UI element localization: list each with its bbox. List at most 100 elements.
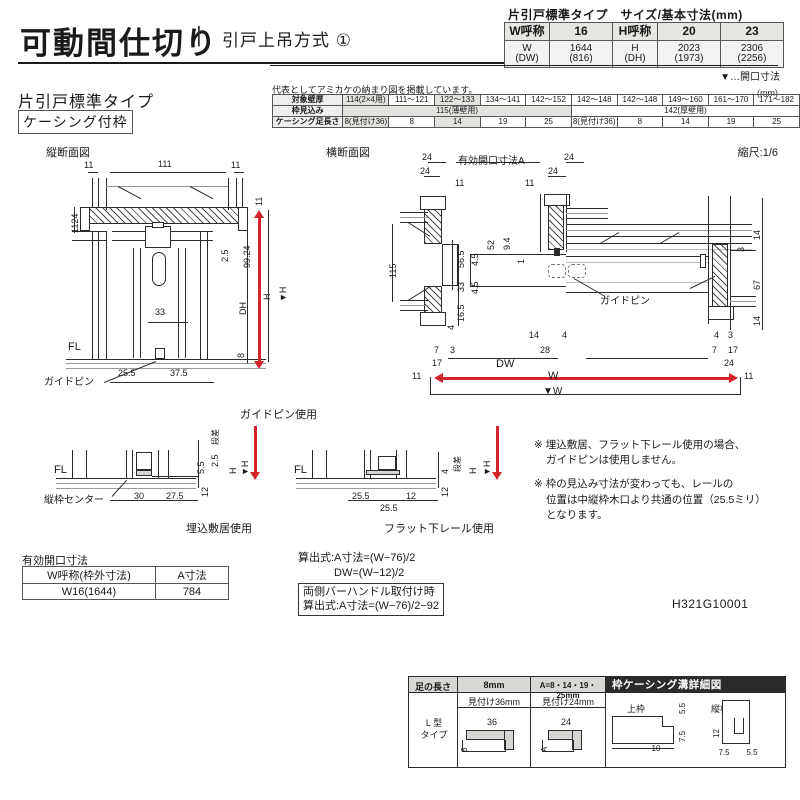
wall-line	[72, 231, 106, 232]
door-leaf-line	[566, 243, 752, 244]
l-profile-24-outline	[542, 740, 574, 752]
casing-col2-header: A=8・14・19・25mm	[539, 681, 597, 700]
dim-33-h: 33	[456, 281, 466, 292]
wall-cell: 8(見付け36)	[570, 116, 618, 128]
dimension-line	[548, 176, 566, 177]
casing-dim-24: 24	[560, 717, 571, 727]
wall-line	[566, 208, 608, 209]
wall-line	[106, 231, 107, 359]
size-w-val-1: 1644	[569, 42, 593, 54]
guide-pin-label: ガイドピン	[600, 296, 650, 307]
leaf-line	[566, 292, 708, 293]
wall-line	[400, 222, 428, 223]
casing-dim-a: A	[540, 746, 549, 752]
dim-30: 30	[134, 491, 145, 501]
wall-cell: 142～152	[525, 94, 572, 106]
dim-4-5-a: 4.5	[470, 253, 480, 266]
wall-line	[72, 450, 73, 478]
size-table-title: 片引戸標準タイプ サイズ/基本寸法(mm)	[508, 8, 743, 22]
wall-line	[228, 178, 229, 210]
dim-115: 115	[388, 263, 398, 278]
wall-row-label-frame: 枠見込み	[271, 105, 344, 117]
frame-center-label: 縦枠センター	[44, 495, 104, 506]
casing-dim-36: 36	[486, 717, 497, 727]
dim-24-d: 24	[548, 166, 559, 176]
floor-line-3	[296, 488, 436, 489]
size-cell-h20: 2023 (1973)	[657, 40, 721, 68]
dim-11-right: 11	[231, 160, 241, 170]
floor-line-2	[56, 483, 196, 484]
dimension-line	[144, 500, 198, 501]
dim-25-5-b: 25.5	[380, 503, 398, 513]
vertical-section-caption: 縦断面図	[46, 147, 90, 159]
dimension-line	[456, 162, 540, 163]
wall-line	[98, 178, 99, 208]
casing-col2-sub: 見付け24mm	[541, 697, 594, 707]
note-2-line-1: ※ 枠の見込み寸法が変わっても、レールの	[534, 478, 734, 491]
floor-line-fl	[296, 478, 436, 479]
wall-cell: 122～133	[434, 94, 481, 106]
scale-label: 縮尺:1/6	[737, 147, 778, 159]
l-profile-24-leg	[572, 730, 582, 750]
dim-25-5: 25.5	[118, 368, 136, 378]
wall-line	[566, 218, 608, 219]
effective-opening-title: 有効開口寸法	[22, 555, 88, 567]
wall-thickness-table: 対象壁厚 114(2×4用) 111～121 122～133 134～141 1…	[271, 94, 800, 128]
h-arrow-shaft	[496, 426, 499, 474]
dim-1124: 1124	[70, 213, 80, 233]
dim-24-c: 24	[420, 166, 431, 176]
dimension-line	[430, 377, 431, 395]
dim-11-right-out: 11	[744, 371, 754, 381]
h-arrow-down	[250, 472, 260, 480]
size-th-w: W呼称	[504, 22, 550, 41]
dimension-line	[234, 172, 244, 173]
dim-11-top-right: 11	[254, 196, 264, 206]
fl-label: FL	[68, 341, 81, 353]
size-th-w16: 16	[549, 22, 613, 41]
dim-9-4: 9.4	[502, 237, 512, 250]
wall-cell: 111～121	[388, 94, 436, 106]
floor-line-fl	[56, 478, 196, 479]
rail-line	[112, 231, 146, 232]
wall-line	[86, 450, 87, 478]
rail-stop	[554, 248, 560, 256]
dimension-line	[398, 500, 438, 501]
panel-divider	[409, 692, 605, 693]
wall-line	[92, 178, 93, 208]
wall-cell: 25	[753, 116, 800, 128]
door-leaf-line	[566, 224, 752, 225]
table-row: W16(1644) 784	[22, 583, 229, 600]
wall-cell: 8(見付け36)	[342, 116, 390, 128]
wall-line	[730, 301, 756, 302]
sill-fill	[136, 470, 152, 476]
wall-cell: 14	[434, 116, 481, 128]
wall-table-note: 代表としてアミカケの納まり図を掲載しています。	[272, 85, 478, 95]
wall-cell: 171～182	[753, 94, 800, 106]
dim-4: 4	[440, 468, 450, 474]
wall-line	[200, 231, 201, 359]
guide-pin-dashed-a	[548, 264, 566, 278]
dimension-line	[110, 500, 162, 501]
dim-25-5-a: 25.5	[352, 491, 370, 501]
door-leaf-line	[140, 248, 141, 358]
dim-17-r: 17	[728, 345, 739, 355]
head-frame-left-end	[80, 207, 90, 231]
h-arrow-down	[492, 472, 502, 480]
leaf-line	[566, 282, 708, 283]
fl-label: FL	[294, 464, 307, 476]
left-casing-lower	[420, 312, 446, 326]
floor-line-3	[66, 368, 266, 369]
dimension-line	[566, 162, 584, 163]
casing-row-label-1: L 型	[425, 718, 443, 728]
opening-a-label: 有効開口寸法A	[458, 156, 525, 167]
frame-line	[708, 196, 709, 324]
dim-4-5-b: 4.5	[470, 281, 480, 294]
dimension-line-dw	[448, 358, 558, 359]
dimension-line	[74, 207, 75, 233]
rail-line	[171, 240, 213, 241]
wall-line	[730, 296, 756, 297]
dim-2-5: 2.5	[210, 454, 220, 467]
dim-3-r2: 3	[728, 330, 734, 340]
wall-line	[406, 450, 407, 478]
dim-11-a: 11	[455, 178, 465, 188]
